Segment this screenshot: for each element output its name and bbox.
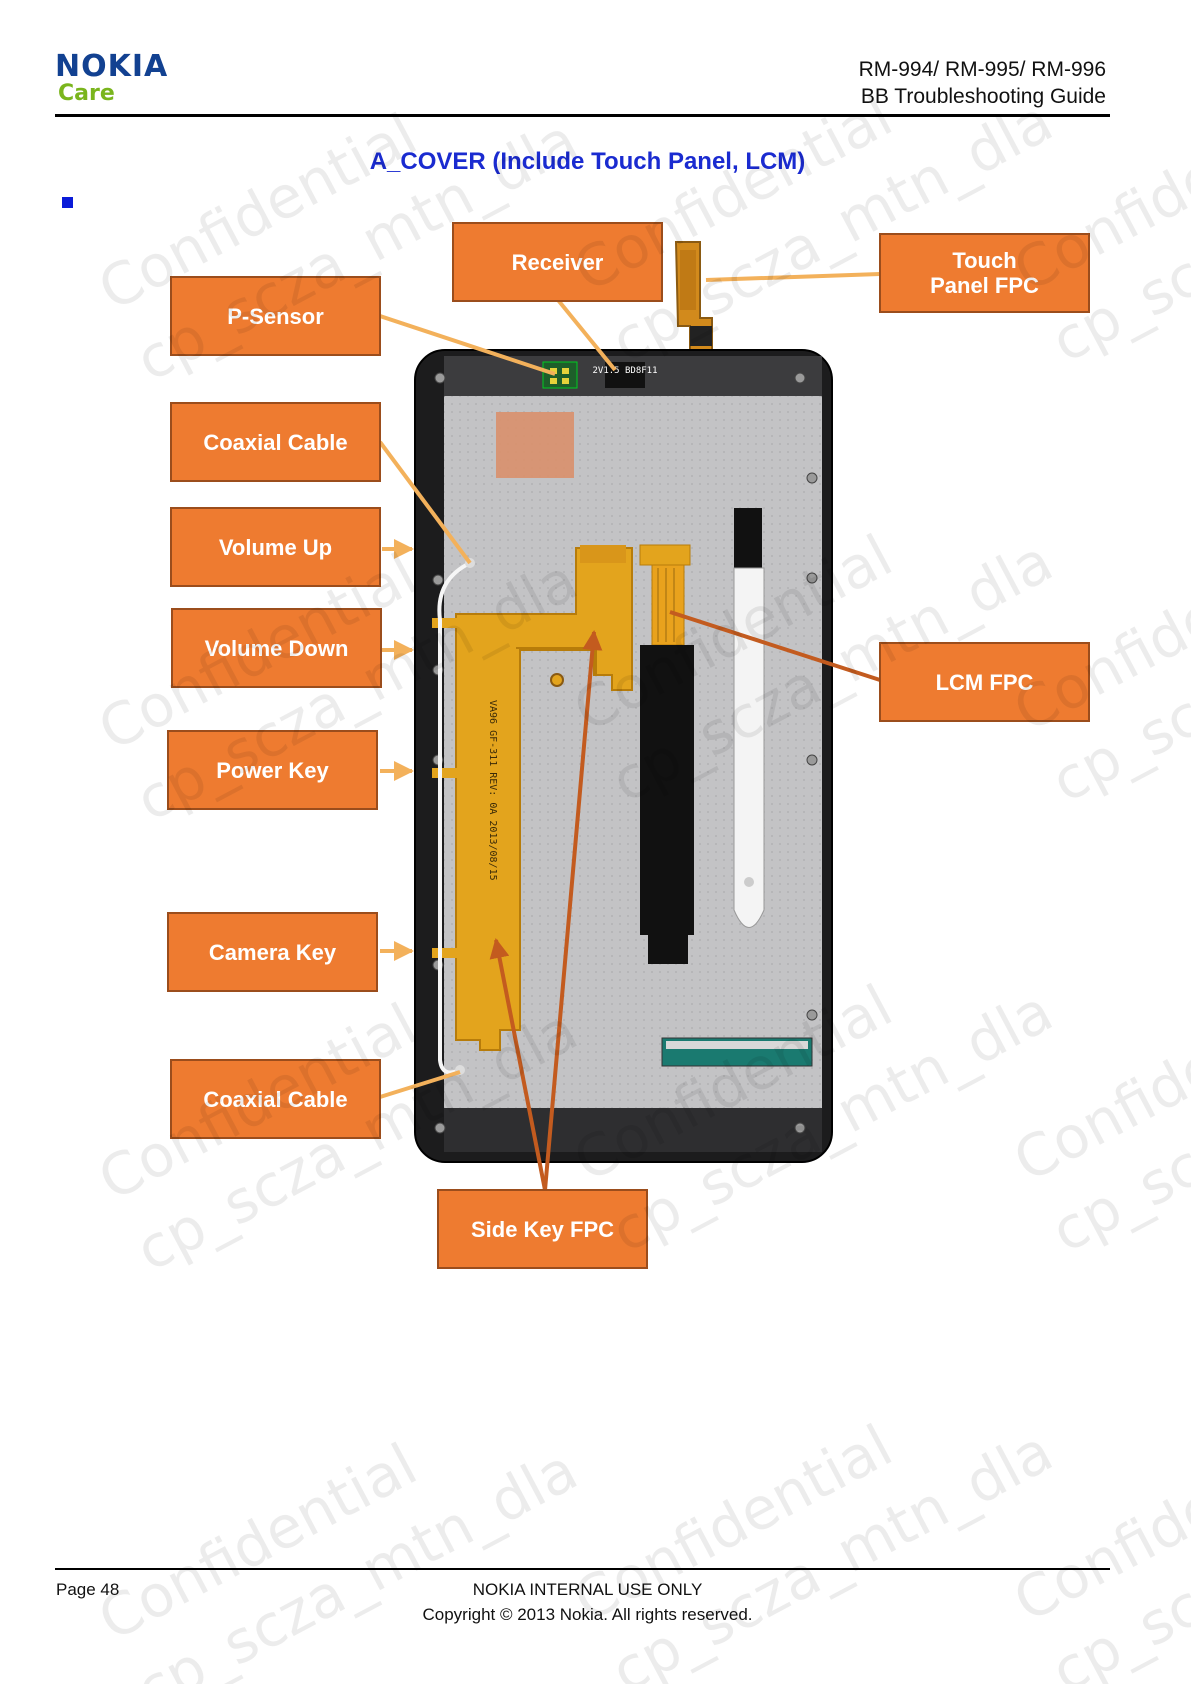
page-number: Page 48 <box>56 1580 120 1599</box>
white-tape <box>733 508 765 928</box>
leader-touch-panel <box>705 272 881 282</box>
nokia-care-logo: NOKIA Care <box>55 52 168 106</box>
model-line: RM-994/ RM-995/ RM-996 <box>858 58 1106 81</box>
callout-receiver: Receiver <box>452 222 663 302</box>
callout-side-key-fpc: Side Key FPC <box>437 1189 648 1269</box>
callout-p-sensor: P-Sensor <box>170 276 381 356</box>
callout-lcm-fpc: LCM FPC <box>879 642 1090 722</box>
lcm-fpc <box>639 544 691 646</box>
logo-care-text: Care <box>58 81 115 106</box>
footer-rule <box>55 1568 1110 1570</box>
callout-touch-panel-fpc: Touch Panel FPC <box>879 233 1090 313</box>
leader-side-key-a <box>489 938 547 1191</box>
leader-receiver <box>556 298 617 372</box>
header-rule <box>55 114 1110 117</box>
leader-side-key-b <box>543 630 603 1191</box>
fpc-code-text: VA96 GF-311 REV: 0A 2013/08/15 <box>487 700 498 881</box>
footer-copyright: Copyright © 2013 Nokia. All rights reser… <box>422 1605 753 1624</box>
section-title: A_COVER (Include Touch Panel, LCM) <box>369 148 806 175</box>
leader-coax-bottom <box>379 1070 461 1099</box>
callout-coaxial-cable-bottom: Coaxial Cable <box>170 1059 381 1139</box>
doc-title: BB Troubleshooting Guide <box>860 85 1106 108</box>
lcm-black-strip <box>640 645 694 935</box>
header-right: RM-994/ RM-995/ RM-996 BB Troubleshootin… <box>859 56 1106 110</box>
receiver-chip-label: 2V1.5 BD8F11 <box>592 366 657 376</box>
coaxial-cable <box>437 561 471 1075</box>
callout-camera-key: Camera Key <box>167 912 378 992</box>
p-sensor-part <box>542 361 578 389</box>
copper-pad <box>496 412 574 478</box>
callout-volume-up: Volume Up <box>170 507 381 587</box>
bullet-square-icon <box>62 197 73 208</box>
leader-p-sensor <box>379 314 556 376</box>
callout-coaxial-cable-top: Coaxial Cable <box>170 402 381 482</box>
inner-plate <box>444 392 822 1114</box>
footer-classification: NOKIA INTERNAL USE ONLY <box>472 1580 703 1599</box>
logo-nokia-text: NOKIA <box>55 49 169 84</box>
touch-panel-fpc <box>674 241 713 355</box>
leader-lcm-fpc <box>669 610 881 682</box>
leader-coax-top <box>378 440 472 565</box>
callout-volume-down: Volume Down <box>171 608 382 688</box>
callout-power-key: Power Key <box>167 730 378 810</box>
